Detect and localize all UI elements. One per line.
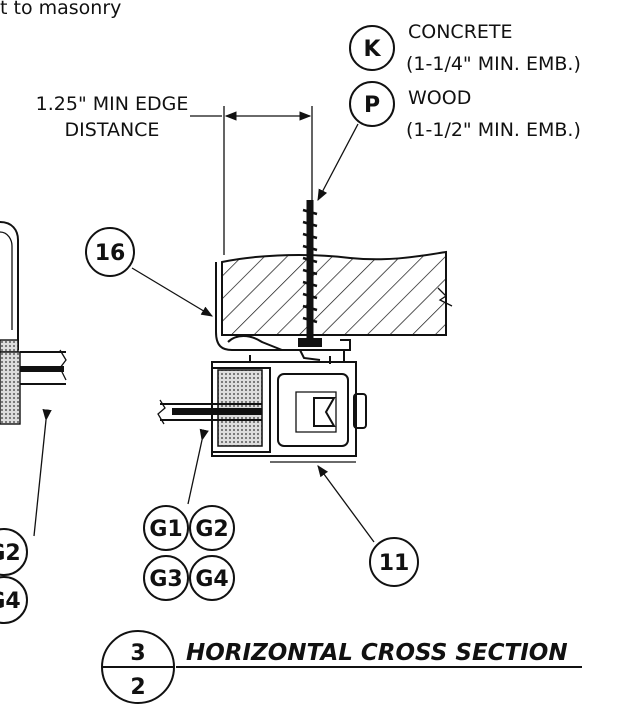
anchor-k-embed: (1-1/4" MIN. EMB.) [406, 53, 581, 75]
partial-ref-g4: G4 [0, 576, 28, 624]
glazing-ref-g3: G3 [143, 555, 189, 601]
glazing-ref-g2-label: G2 [195, 517, 228, 542]
callout-11-label: 11 [379, 551, 410, 576]
anchor-clip-16 [215, 262, 351, 362]
anchor-leader [317, 123, 359, 202]
anchor-k-id: K [363, 37, 381, 62]
callout-16-bubble: 16 [85, 227, 135, 277]
glass-panel-right [157, 399, 262, 425]
section-number: 3 [130, 641, 145, 666]
glazing-ref-g3-label: G3 [149, 567, 182, 592]
anchor-k-bubble: K [349, 25, 395, 71]
partial-ref-g4-label: G4 [0, 589, 21, 614]
glazing-ref-g4-label: G4 [195, 567, 228, 592]
break-line [437, 287, 453, 307]
callout-16-label: 16 [95, 241, 126, 266]
glazing-ref-g1-label: G1 [149, 517, 182, 542]
anchor-p-bubble: P [349, 81, 395, 127]
edge-distance-line1: 1.25" MIN EDGE [36, 93, 189, 115]
edge-distance-line2: DISTANCE [65, 119, 160, 141]
section-reference-bubble: 3 2 [101, 630, 175, 704]
anchor-screw [298, 200, 322, 347]
callout-16-leader [131, 267, 214, 317]
partial-ref-g2: G2 [0, 528, 28, 576]
anchor-k-material: CONCRETE [408, 21, 513, 43]
glazing-ref-g2: G2 [189, 505, 235, 551]
glazing-ref-g1: G1 [143, 505, 189, 551]
section-title: HORIZONTAL CROSS SECTION [186, 640, 568, 666]
glazing-leader [187, 428, 209, 505]
anchor-p-material: WOOD [408, 87, 471, 109]
anchor-p-embed: (1-1/2" MIN. EMB.) [406, 119, 581, 141]
anchor-p-id: P [364, 93, 380, 118]
partial-ref-g2-label: G2 [0, 541, 21, 566]
callout-11-bubble: 11 [369, 537, 419, 587]
callout-11-leader [317, 465, 375, 543]
glazing-ref-g4: G4 [189, 555, 235, 601]
top-note: t to masonry [0, 0, 121, 19]
edge-distance-dimension [190, 106, 313, 255]
section-sheet: 2 [130, 675, 145, 700]
left-partial-assembly [0, 221, 67, 537]
substrate-hatched [221, 250, 447, 336]
